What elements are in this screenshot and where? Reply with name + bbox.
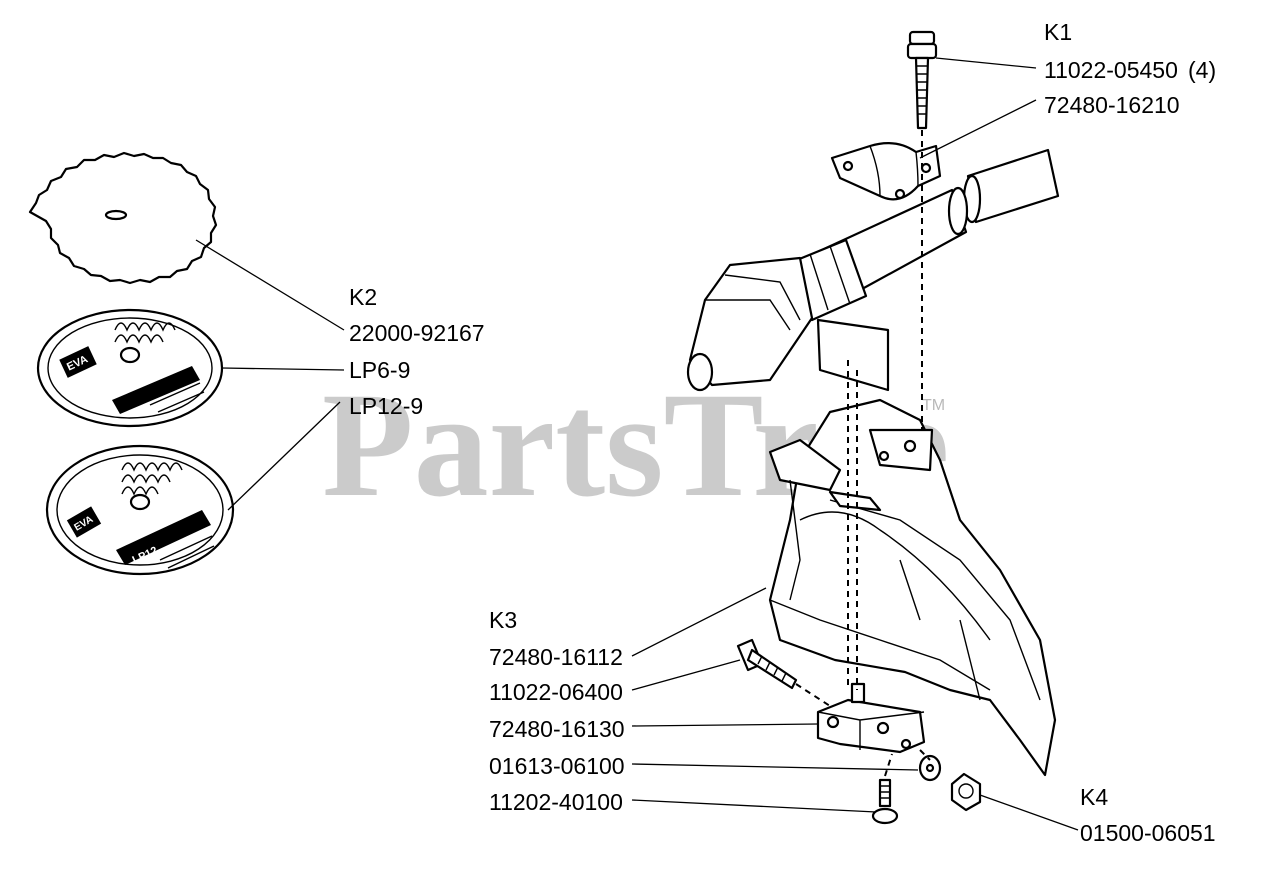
saw-blade-illustration (28, 151, 218, 285)
label-k1-bolt-qty: (4) (1188, 57, 1216, 83)
label-k3-bolt: 11022-06400 (489, 679, 623, 705)
label-k2: K2 (349, 284, 377, 310)
label-k4-nut: 01500-06051 (1080, 820, 1216, 846)
label-k3: K3 (489, 607, 517, 633)
label-k1-clamp: 72480-16210 (1044, 92, 1180, 118)
washer-hole (925, 763, 935, 773)
leader-lines (195, 57, 1079, 831)
blade-guard-illustration (768, 398, 1057, 777)
label-k3-bracket: 72480-16130 (489, 716, 625, 742)
guard-bracket-illustration (816, 682, 926, 754)
label-k3-guard: 72480-16112 (489, 644, 623, 670)
guard-bolt-illustration (736, 638, 798, 690)
clamp-bolt-illustration (906, 30, 938, 130)
label-k4: K4 (1080, 784, 1108, 810)
label-k2-blade: 22000-92167 (349, 320, 485, 346)
label-k1-bolt: 11022-05450 (1044, 57, 1178, 83)
label-k2-lp6: LP6-9 (349, 357, 410, 383)
label-k3-washer: 01613-06100 (489, 753, 625, 779)
assembly-lines (795, 130, 931, 777)
label-k1: K1 (1044, 19, 1072, 45)
label-k3-screw: 11202-40100 (489, 789, 623, 815)
trimmer-shaft-illustration (686, 148, 1060, 392)
lp6-blade-illustration: EVA (36, 308, 224, 428)
label-k2-lp12: LP12-9 (349, 393, 423, 419)
nut-illustration (950, 772, 982, 812)
screw-illustration (871, 778, 899, 825)
shaft-clamp-illustration (830, 141, 942, 201)
watermark-trademark: TM (922, 397, 945, 414)
lp12-blade-illustration: EVA LP12 (45, 444, 235, 576)
